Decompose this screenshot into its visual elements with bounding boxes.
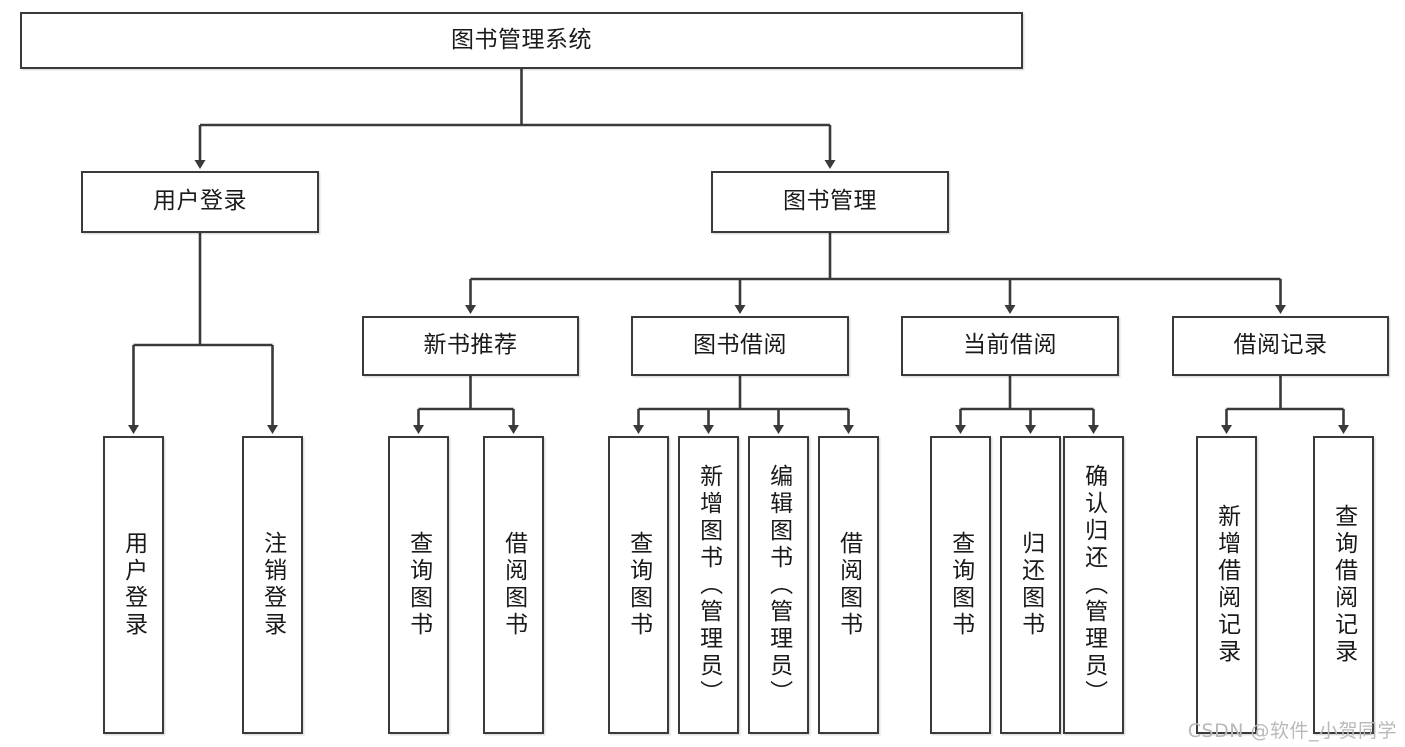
node-label: 图书借阅 <box>693 332 787 359</box>
node-leaf-logout-login[interactable]: 注销登录 <box>242 436 303 734</box>
node-label: 借阅图书 <box>500 531 527 639</box>
node-label: 注销登录 <box>259 531 286 639</box>
node-root[interactable]: 图书管理系统 <box>20 12 1023 69</box>
node-borrow-record[interactable]: 借阅记录 <box>1172 316 1389 376</box>
node-label: 用户登录 <box>153 188 247 215</box>
node-new-book-recommend[interactable]: 新书推荐 <box>362 316 579 376</box>
node-book-manage[interactable]: 图书管理 <box>711 171 949 233</box>
node-leaf-borrow-book-1[interactable]: 借阅图书 <box>483 436 544 734</box>
node-label: 新增借阅记录 <box>1213 504 1240 666</box>
node-label: 新增图书（管理员） <box>695 463 722 707</box>
node-leaf-add-borrow-record[interactable]: 新增借阅记录 <box>1196 436 1257 734</box>
node-leaf-query-book-1[interactable]: 查询图书 <box>388 436 449 734</box>
node-leaf-return-book[interactable]: 归还图书 <box>1000 436 1061 734</box>
node-leaf-borrow-book-2[interactable]: 借阅图书 <box>818 436 879 734</box>
node-leaf-query-borrow-record[interactable]: 查询借阅记录 <box>1313 436 1374 734</box>
node-label: 编辑图书（管理员） <box>765 463 792 707</box>
node-current-borrow[interactable]: 当前借阅 <box>901 316 1119 376</box>
node-label: 用户登录 <box>120 531 147 639</box>
node-label: 查询图书 <box>405 531 432 639</box>
node-user-login[interactable]: 用户登录 <box>81 171 319 233</box>
node-label: 查询图书 <box>947 531 974 639</box>
node-leaf-confirm-return[interactable]: 确认归还（管理员） <box>1063 436 1124 734</box>
node-label: 图书管理 <box>783 188 877 215</box>
node-label: 借阅图书 <box>835 531 862 639</box>
node-label: 新书推荐 <box>423 332 518 359</box>
node-leaf-user-login[interactable]: 用户登录 <box>103 436 164 734</box>
node-label: 借阅记录 <box>1233 332 1328 359</box>
node-label: 确认归还（管理员） <box>1080 463 1107 707</box>
node-label: 图书管理系统 <box>451 26 592 53</box>
node-leaf-edit-book[interactable]: 编辑图书（管理员） <box>748 436 809 734</box>
node-label: 归还图书 <box>1017 531 1044 639</box>
node-leaf-add-book[interactable]: 新增图书（管理员） <box>678 436 739 734</box>
node-leaf-query-book-3[interactable]: 查询图书 <box>930 436 991 734</box>
node-leaf-query-book-2[interactable]: 查询图书 <box>608 436 669 734</box>
csdn-watermark: CSDN @软件_小贺同学 <box>1187 720 1397 742</box>
node-label: 查询图书 <box>625 531 652 639</box>
node-label: 当前借阅 <box>963 332 1057 359</box>
node-book-borrow[interactable]: 图书借阅 <box>631 316 849 376</box>
node-label: 查询借阅记录 <box>1330 504 1357 666</box>
